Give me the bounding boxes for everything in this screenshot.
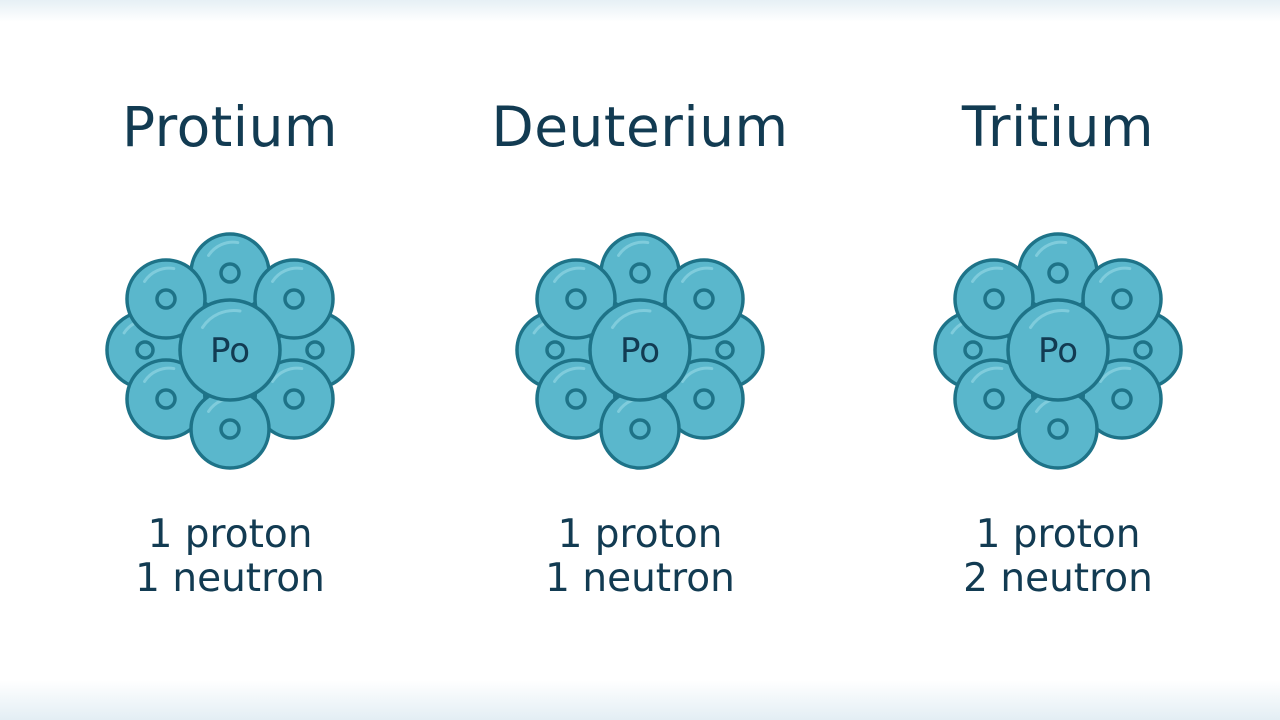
nucleus-label: Po [1038, 331, 1078, 371]
nucleus-particle [1006, 298, 1110, 402]
neutron-particle [189, 388, 271, 470]
isotope-title: Tritium [961, 95, 1155, 159]
neutron-count: 1 neutron [135, 556, 325, 601]
proton-count: 1 proton [557, 512, 723, 557]
nucleus-particle [178, 298, 282, 402]
atom-diagram: Po [933, 232, 1183, 470]
neutron-particle [953, 258, 1035, 340]
proton-count: 1 proton [975, 512, 1141, 557]
nucleus-label: Po [620, 331, 660, 371]
bottom-gradient-band [0, 680, 1280, 720]
atom-diagram: Po [515, 232, 765, 470]
neutron-particle [1081, 358, 1163, 440]
neutron-particle [1081, 258, 1163, 340]
neutron-count: 2 neutron [963, 556, 1153, 601]
neutron-particle [253, 258, 335, 340]
neutron-particle [663, 358, 745, 440]
isotope-protium: Protium Po 1 proton 1 neutron [30, 0, 430, 720]
neutron-particle [663, 258, 745, 340]
isotope-title: Protium [121, 95, 339, 159]
isotope-deuterium: Deuterium Po 1 proton 1 neutron [440, 0, 840, 720]
isotope-tritium: Tritium Po 1 proton 2 neutron [858, 0, 1258, 720]
neutron-particle [535, 258, 617, 340]
isotope-title: Deuterium [491, 95, 789, 159]
neutron-count: 1 neutron [545, 556, 735, 601]
top-gradient-band [0, 0, 1280, 22]
neutron-particle [125, 258, 207, 340]
nucleus-particle [588, 298, 692, 402]
atom-diagram: Po [105, 232, 355, 470]
proton-count: 1 proton [147, 512, 313, 557]
nucleus-label: Po [210, 331, 250, 371]
